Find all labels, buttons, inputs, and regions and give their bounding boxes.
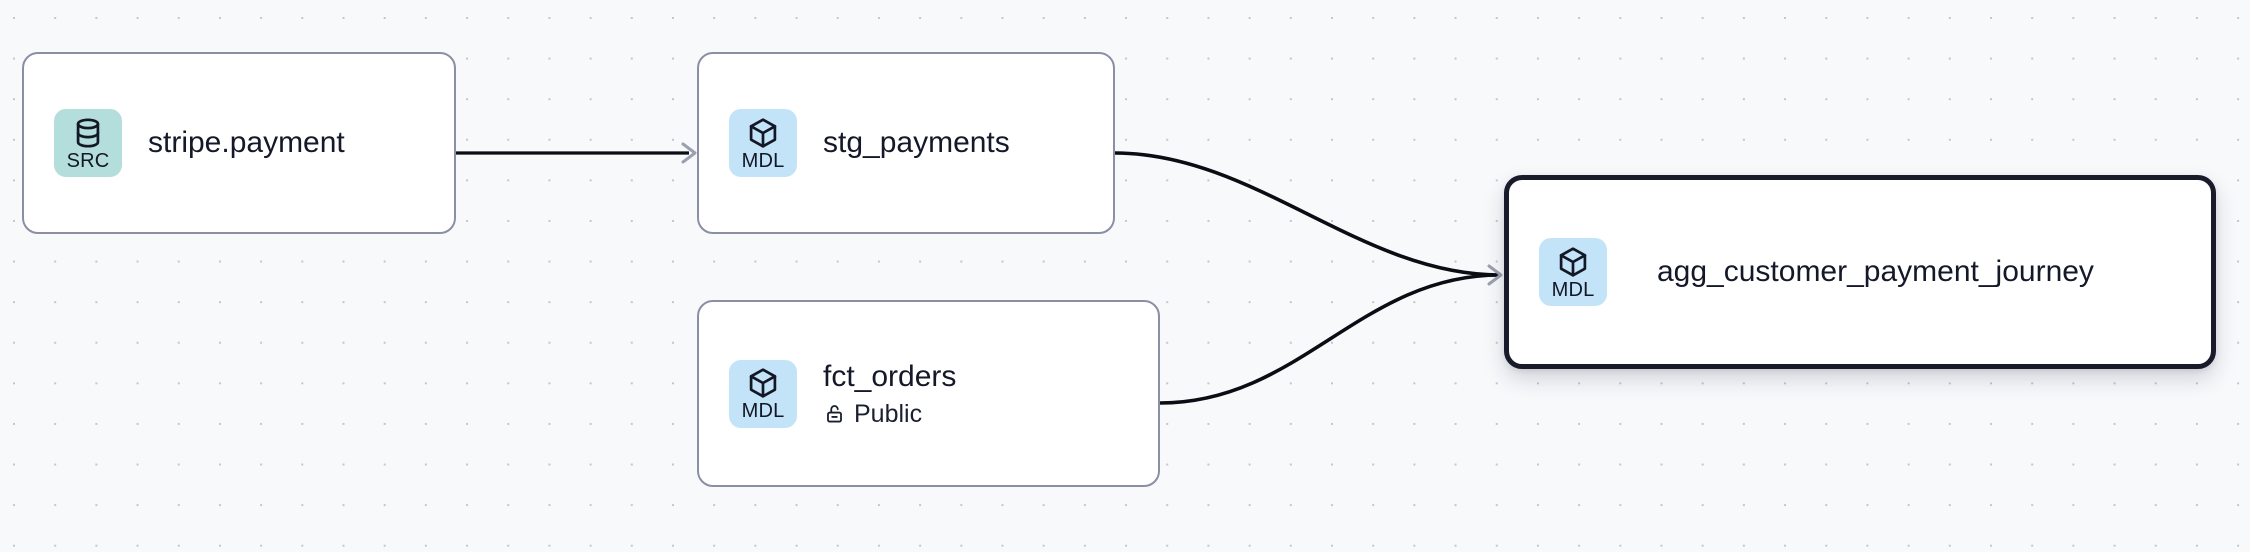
node-fct-orders[interactable]: MDL fct_orders Public [697,300,1160,487]
unlock-icon [827,405,842,423]
edge-stripe-payment-to-stg-payments [456,142,697,164]
node-badge-label: MDL [1551,278,1595,301]
node-stg-payments[interactable]: MDL stg_payments [697,52,1115,234]
cube-icon [1559,246,1587,277]
node-badge-mdl: MDL [729,359,797,428]
edge-stg-payments-to-agg-journey [1114,151,1501,277]
node-title: fct_orders [823,359,957,393]
node-visibility: Public [823,400,956,428]
node-title: agg_customer_payment_journey [1657,255,2094,288]
node-badge-label: SRC [66,149,110,172]
node-agg-customer-payment-journey[interactable]: MDL agg_customer_payment_journey [1504,175,2216,369]
node-body: fct_orders Public [823,360,956,428]
edge-fct-orders-to-agg-journey [1159,273,1501,405]
cube-icon [749,368,777,398]
database-icon [76,117,100,148]
node-title: stg_payments [823,126,1010,159]
node-badge-src: SRC [54,109,122,177]
arrowhead-icon [681,142,697,164]
node-badge-mdl: MDL [729,109,797,177]
node-badge-label: MDL [741,149,785,172]
node-stripe-payment[interactable]: SRC stripe.payment [22,52,456,234]
node-body: stg_payments [823,126,1010,160]
node-visibility-label: Public [854,399,923,428]
node-badge-mdl: MDL [1539,238,1607,306]
node-title: stripe.payment [148,126,345,159]
node-body: agg_customer_payment_journey [1657,255,2094,289]
arrowhead-icon [1487,264,1503,286]
node-body: stripe.payment [148,126,345,160]
node-badge-label: MDL [741,400,785,422]
cube-icon [749,117,777,148]
